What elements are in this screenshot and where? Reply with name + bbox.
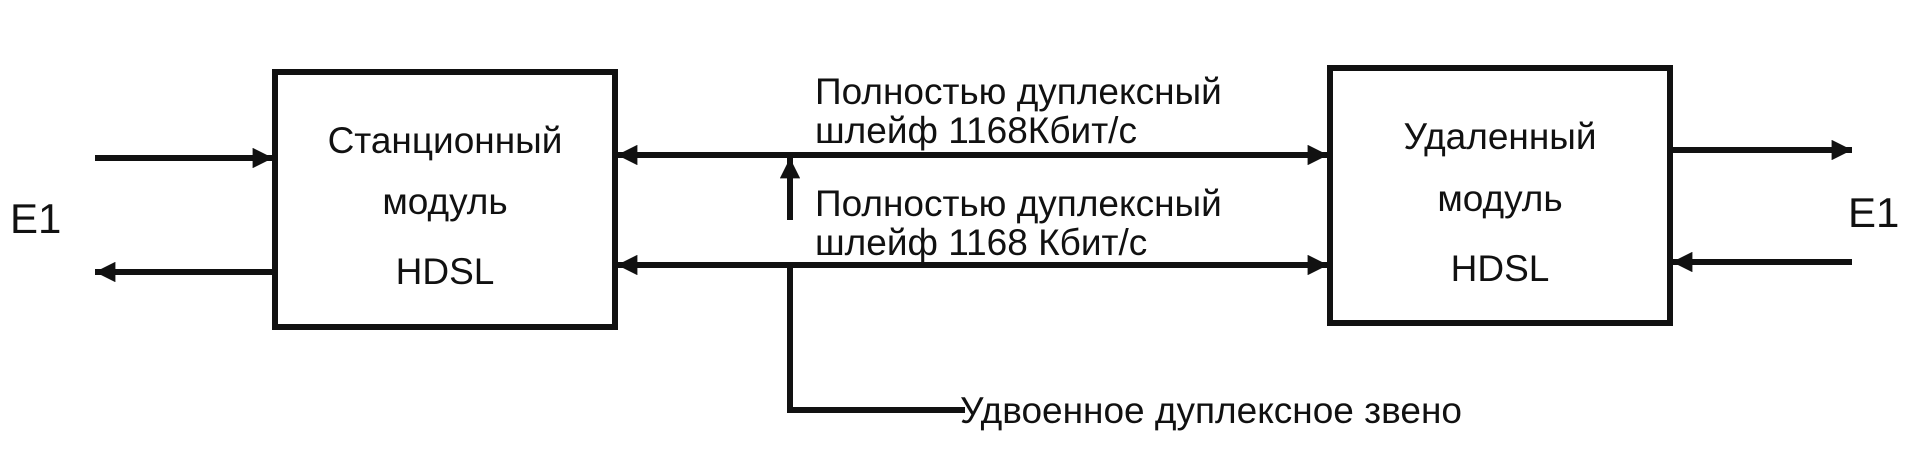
loop-1-label-line-1: Полностью дуплексный: [815, 71, 1222, 112]
remote-module-label-1: Удаленный: [1403, 116, 1597, 157]
loop-2-label-line-2: шлейф 1168 Кбит/с: [815, 222, 1148, 263]
dual-link-label: Удвоенное дуплексное звено: [960, 390, 1462, 431]
e1-right-label: E1: [1848, 189, 1900, 236]
dual-link-pointer-line: [787, 268, 965, 413]
loop-1-label-line-2: шлейф 1168Кбит/с: [815, 110, 1137, 151]
remote-module-label-2: модуль: [1437, 178, 1563, 219]
station-module-label-1: Станционный: [327, 120, 563, 161]
remote-module-label-3: HDSL: [1450, 248, 1550, 289]
station-module-label-2: модуль: [382, 181, 508, 222]
station-module-label-3: HDSL: [395, 251, 495, 292]
remote-module-box: [1327, 65, 1673, 326]
e1-left-label: E1: [10, 195, 62, 242]
station-module-box: [272, 69, 618, 330]
loop-2-label-line-1: Полностью дуплексный: [815, 183, 1222, 224]
